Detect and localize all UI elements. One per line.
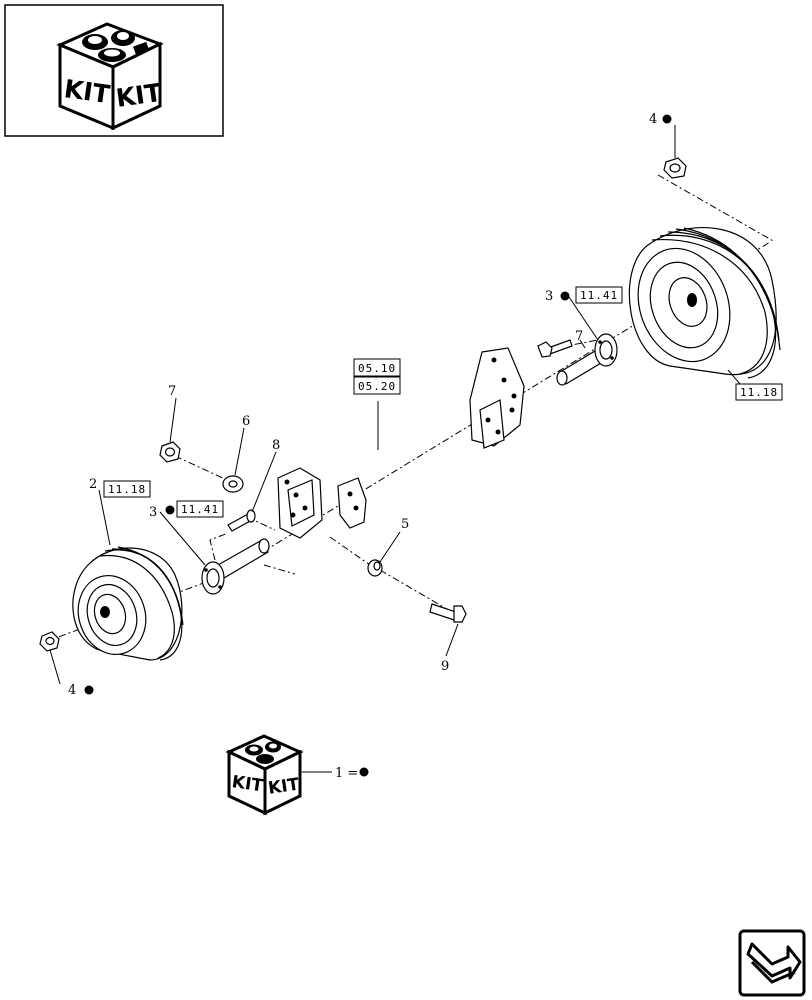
ref-text-11-18-right: 11.18 [740, 386, 778, 399]
ref-box-11-41-right[interactable]: 11.41 [575, 286, 623, 304]
ref-box-11-18-right[interactable]: 11.18 [735, 383, 783, 401]
callout-4-bottom: 4 [68, 683, 76, 698]
callout-4-top: 4 [649, 112, 657, 127]
callout-3-left: 3 [149, 505, 157, 520]
leader-lines [49, 125, 741, 685]
callout-6: 6 [242, 414, 250, 429]
callout-3-right: 3 [545, 289, 553, 304]
kit-legend: KIT KIT 1 = [225, 734, 369, 816]
callout-7-right: 7 [575, 329, 583, 344]
bolt-8 [227, 509, 256, 532]
next-page-arrow-icon[interactable] [738, 929, 806, 997]
kit-bullet-icon [84, 685, 94, 695]
right-wheel [628, 227, 781, 379]
washer-6 [222, 475, 244, 493]
right-spindle-hub [556, 333, 618, 386]
ref-box-11-41-left[interactable]: 11.41 [176, 500, 224, 518]
ref-text-05-10: 05.10 [358, 362, 396, 375]
kit-box-icon [56, 22, 164, 131]
kit-bullet-icon [662, 114, 672, 124]
left-wheel [72, 546, 184, 661]
callout-5: 5 [401, 517, 409, 532]
callout-7-left: 7 [168, 384, 176, 399]
callout-2: 2 [89, 477, 97, 492]
kit-box-icon [225, 734, 304, 816]
nut-right-top [663, 157, 687, 179]
legend-kit-label-left: KIT [231, 772, 265, 796]
ref-text-11-41-right: 11.41 [580, 289, 618, 302]
ref-text-11-18-left: 11.18 [108, 483, 146, 496]
left-spindle-hub [201, 538, 270, 595]
ref-box-05-10[interactable]: 05.10 [353, 358, 401, 377]
nut-7-left [159, 441, 181, 463]
ref-text-11-41-left: 11.41 [181, 503, 219, 516]
ref-box-11-18-left[interactable]: 11.18 [103, 480, 151, 498]
callout-8: 8 [272, 438, 280, 453]
nut-left-bottom [39, 631, 60, 652]
kit-bullet-icon [560, 291, 570, 301]
callout-9: 9 [441, 659, 449, 674]
legend-text: 1 = [335, 766, 358, 781]
kit-label-right: KIT [114, 78, 163, 113]
kit-label-left: KIT [62, 74, 111, 109]
bolt-9 [429, 603, 467, 623]
spacer-5 [367, 559, 383, 577]
ref-text-05-20: 05.20 [358, 380, 396, 393]
legend-kit-label-right: KIT [267, 775, 301, 799]
kit-frame: KIT KIT [4, 4, 224, 137]
ref-box-05-20[interactable]: 05.20 [353, 376, 401, 395]
bolt-right-7 [537, 339, 573, 358]
kit-bullet-icon [359, 767, 369, 777]
kit-bullet-icon [165, 505, 175, 515]
axle-mount-brackets [277, 347, 525, 539]
